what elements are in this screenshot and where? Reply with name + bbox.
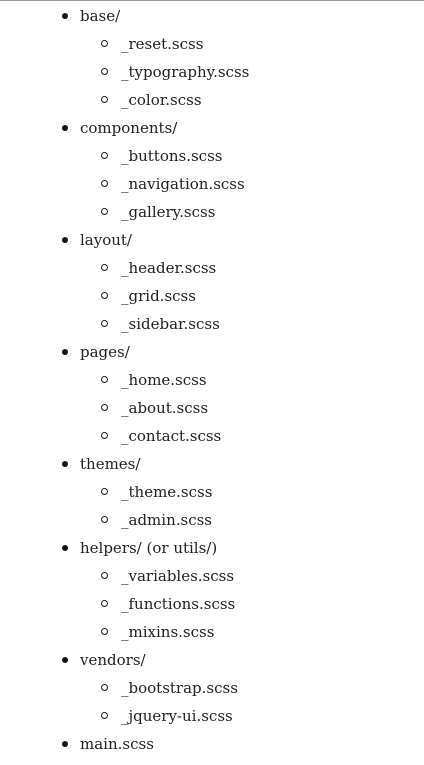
list-item-helpers: helpers/ (or utils/) bbox=[0, 534, 424, 562]
list-item: _jquery-ui.scss bbox=[0, 702, 424, 730]
file-label: _home.scss bbox=[121, 371, 207, 389]
list-item: _mixins.scss bbox=[0, 618, 424, 646]
list-item: _reset.scss bbox=[0, 30, 424, 58]
list-item: _functions.scss bbox=[0, 590, 424, 618]
file-label: _functions.scss bbox=[121, 595, 236, 613]
bullet-icon bbox=[62, 125, 68, 131]
file-label: _about.scss bbox=[121, 399, 209, 417]
file-label: _grid.scss bbox=[121, 287, 196, 305]
file-label: _contact.scss bbox=[121, 427, 222, 445]
circle-bullet-icon bbox=[101, 96, 108, 103]
circle-bullet-icon bbox=[101, 712, 108, 719]
circle-bullet-icon bbox=[101, 516, 108, 523]
bullet-icon bbox=[62, 461, 68, 467]
circle-bullet-icon bbox=[101, 432, 108, 439]
folder-label: vendors/ bbox=[80, 651, 146, 669]
circle-bullet-icon bbox=[101, 152, 108, 159]
file-label: _sidebar.scss bbox=[121, 315, 220, 333]
file-label: _reset.scss bbox=[121, 35, 204, 53]
list-item: _buttons.scss bbox=[0, 142, 424, 170]
list-item: _header.scss bbox=[0, 254, 424, 282]
file-label: _theme.scss bbox=[121, 483, 213, 501]
file-label: _bootstrap.scss bbox=[121, 679, 238, 697]
bullet-icon bbox=[62, 545, 68, 551]
circle-bullet-icon bbox=[101, 600, 108, 607]
circle-bullet-icon bbox=[101, 572, 108, 579]
folder-label: themes/ bbox=[80, 455, 141, 473]
file-label: _jquery-ui.scss bbox=[121, 707, 233, 725]
circle-bullet-icon bbox=[101, 404, 108, 411]
circle-bullet-icon bbox=[101, 40, 108, 47]
circle-bullet-icon bbox=[101, 684, 108, 691]
file-label: _color.scss bbox=[121, 91, 202, 109]
file-label: _admin.scss bbox=[121, 511, 212, 529]
file-label: _header.scss bbox=[121, 259, 217, 277]
circle-bullet-icon bbox=[101, 320, 108, 327]
circle-bullet-icon bbox=[101, 488, 108, 495]
list-item: _navigation.scss bbox=[0, 170, 424, 198]
list-item: _about.scss bbox=[0, 394, 424, 422]
file-label: _gallery.scss bbox=[121, 203, 216, 221]
folder-label: base/ bbox=[80, 7, 121, 25]
list-item: _contact.scss bbox=[0, 422, 424, 450]
circle-bullet-icon bbox=[101, 208, 108, 215]
list-item: _typography.scss bbox=[0, 58, 424, 86]
file-label: main.scss bbox=[80, 735, 154, 753]
bullet-icon bbox=[62, 13, 68, 19]
list-item: _sidebar.scss bbox=[0, 310, 424, 338]
list-item: _grid.scss bbox=[0, 282, 424, 310]
circle-bullet-icon bbox=[101, 628, 108, 635]
list-item-base: base/ bbox=[0, 2, 424, 30]
bullet-icon bbox=[62, 741, 68, 747]
file-label: _variables.scss bbox=[121, 567, 235, 585]
file-label: _buttons.scss bbox=[121, 147, 223, 165]
list-item: _bootstrap.scss bbox=[0, 674, 424, 702]
file-label: _typography.scss bbox=[121, 63, 250, 81]
top-divider bbox=[0, 0, 424, 1]
bullet-icon bbox=[62, 349, 68, 355]
circle-bullet-icon bbox=[101, 180, 108, 187]
list-item-components: components/ bbox=[0, 114, 424, 142]
list-item-pages: pages/ bbox=[0, 338, 424, 366]
list-item: _admin.scss bbox=[0, 506, 424, 534]
folder-label: pages/ bbox=[80, 343, 130, 361]
circle-bullet-icon bbox=[101, 264, 108, 271]
folder-label: layout/ bbox=[80, 231, 132, 249]
list-item-vendors: vendors/ bbox=[0, 646, 424, 674]
file-label: _mixins.scss bbox=[121, 623, 215, 641]
bullet-icon bbox=[62, 237, 68, 243]
circle-bullet-icon bbox=[101, 68, 108, 75]
circle-bullet-icon bbox=[101, 376, 108, 383]
list-item: _variables.scss bbox=[0, 562, 424, 590]
file-label: _navigation.scss bbox=[121, 175, 245, 193]
list-item-layout: layout/ bbox=[0, 226, 424, 254]
list-item-themes: themes/ bbox=[0, 450, 424, 478]
list-item: _color.scss bbox=[0, 86, 424, 114]
circle-bullet-icon bbox=[101, 292, 108, 299]
folder-label: components/ bbox=[80, 119, 178, 137]
list-item: _home.scss bbox=[0, 366, 424, 394]
list-item-main: main.scss bbox=[0, 730, 424, 758]
list-item: _theme.scss bbox=[0, 478, 424, 506]
bullet-icon bbox=[62, 657, 68, 663]
list-item: _gallery.scss bbox=[0, 198, 424, 226]
folder-label: helpers/ (or utils/) bbox=[80, 539, 218, 557]
